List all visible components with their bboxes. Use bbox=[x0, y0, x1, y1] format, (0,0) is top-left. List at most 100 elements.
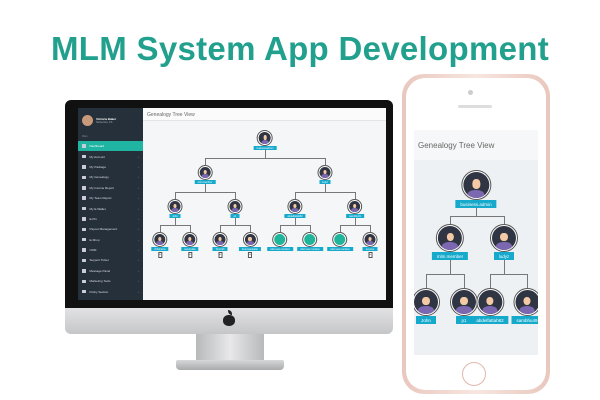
tree-connector bbox=[355, 218, 356, 225]
chevron-right-icon: › bbox=[138, 248, 139, 253]
sidebar-item-policy-section[interactable]: Policy Section› bbox=[78, 286, 143, 296]
node-label: Add new member bbox=[297, 247, 323, 252]
node-label: abdelfattah82 bbox=[471, 316, 509, 324]
tree-node[interactable]: John bbox=[167, 199, 183, 219]
sidebar-item-my-genealogy[interactable]: My Genealogy› bbox=[78, 172, 143, 182]
tree-connector bbox=[504, 274, 528, 275]
tree-connector bbox=[325, 191, 356, 193]
tree-connector bbox=[476, 216, 505, 217]
expand-icon[interactable]: + bbox=[218, 252, 222, 258]
desktop-screen: Victoria Baker Santa Ana, CA Main Dashbo… bbox=[78, 108, 386, 300]
sidebar-item-support-ticket[interactable]: Support Ticket› bbox=[78, 255, 143, 265]
user-profile[interactable]: Victoria Baker Santa Ana, CA bbox=[78, 108, 143, 132]
sidebar-item-e-pin[interactable]: E-Pin› bbox=[78, 214, 143, 224]
expand-icon[interactable]: + bbox=[188, 252, 192, 258]
node-label: anyone bbox=[362, 247, 378, 252]
node-label: p1 bbox=[230, 214, 240, 219]
tree-connector bbox=[527, 274, 528, 288]
tree-connector bbox=[175, 191, 176, 199]
tree-node[interactable]: freemandealer+ bbox=[238, 232, 262, 258]
tree-connector bbox=[160, 225, 176, 226]
expand-icon[interactable]: + bbox=[248, 252, 252, 258]
menu-icon bbox=[82, 227, 86, 232]
avatar bbox=[257, 130, 273, 146]
sidebar-item-label: My E-Wallet bbox=[89, 206, 106, 211]
add-member-node[interactable]: Add new member bbox=[327, 232, 353, 252]
sidebar-item-crm[interactable]: CRM › bbox=[78, 245, 143, 255]
tree-node[interactable]: Tom123+ bbox=[212, 232, 228, 258]
sidebar-item-label: Marketing Tools bbox=[89, 279, 111, 284]
tree-connector bbox=[235, 191, 236, 199]
avatar bbox=[512, 288, 538, 316]
sidebar-item-marketing-tools[interactable]: Marketing Tools› bbox=[78, 276, 143, 286]
tree-connector bbox=[265, 150, 266, 158]
menu-icon bbox=[82, 154, 86, 159]
sidebar-item-my-e-wallet[interactable]: My E-Wallet› bbox=[78, 203, 143, 213]
tree-node[interactable]: ludyz bbox=[317, 165, 333, 185]
section-label: Main bbox=[82, 135, 88, 138]
tree-node[interactable]: sandyokte+ bbox=[181, 232, 199, 258]
node-label: p1 bbox=[456, 316, 472, 324]
avatar bbox=[287, 199, 303, 214]
tree-connector bbox=[370, 225, 371, 232]
tree-connector bbox=[205, 157, 266, 159]
tree-connector bbox=[175, 191, 206, 193]
tree-node[interactable]: p1 bbox=[450, 288, 478, 324]
tree-connector bbox=[504, 216, 505, 224]
chevron-right-icon: › bbox=[138, 154, 139, 159]
tree-node[interactable]: ludyz bbox=[490, 224, 518, 260]
tree-node[interactable]: abdelfattah82 bbox=[284, 199, 306, 219]
sidebar-item-label: E-Shop bbox=[89, 237, 100, 242]
tree-node[interactable]: abdelfattah82 bbox=[471, 288, 509, 324]
tree-node[interactable]: John bbox=[414, 288, 440, 324]
tree-node[interactable]: mlm.member bbox=[431, 224, 469, 260]
add-user-icon bbox=[332, 232, 348, 247]
tree-node[interactable]: anyone+ bbox=[362, 232, 378, 258]
tree-node[interactable]: p1 bbox=[227, 199, 243, 219]
tree-connector bbox=[160, 225, 161, 232]
tree-node[interactable]: sambhu49 bbox=[346, 199, 364, 219]
sidebar-item-dashboard[interactable]: Dashboard › bbox=[78, 141, 143, 152]
avatar bbox=[227, 199, 243, 214]
menu-icon bbox=[82, 165, 86, 169]
add-member-node[interactable]: Add new member bbox=[297, 232, 323, 252]
tree-node[interactable]: mlm.member bbox=[194, 165, 216, 185]
sidebar-item-label: CRM bbox=[89, 248, 97, 253]
expand-icon[interactable]: + bbox=[158, 252, 162, 258]
menu-icon bbox=[82, 196, 86, 200]
monitor-base bbox=[176, 360, 284, 370]
tree-connector bbox=[250, 225, 251, 232]
tree-node[interactable]: business.admin bbox=[455, 170, 497, 208]
tree-connector bbox=[220, 225, 221, 232]
tree-node[interactable]: businessadmin bbox=[253, 130, 277, 151]
avatar bbox=[347, 199, 363, 214]
sidebar-item-e-shop[interactable]: E-Shop › bbox=[78, 235, 143, 245]
node-label: sambhu49 bbox=[346, 214, 364, 219]
user-name: Victoria Baker bbox=[96, 116, 117, 121]
tree-node[interactable]: childname+ bbox=[151, 232, 169, 258]
sidebar-item-payout-management[interactable]: Payout Management› bbox=[78, 224, 143, 234]
sidebar-item-label: My Team Report bbox=[89, 196, 112, 201]
sidebar-item-message-panel[interactable]: Message Panel› bbox=[78, 266, 143, 276]
node-label: ludyz bbox=[319, 180, 331, 185]
mobile-page-title: Genealogy Tree View bbox=[414, 130, 538, 160]
home-button[interactable] bbox=[462, 362, 486, 386]
sidebar-item-my-package[interactable]: My Package› bbox=[78, 162, 143, 172]
menu-icon bbox=[82, 289, 86, 294]
avatar bbox=[435, 224, 464, 252]
node-label: Tom123 bbox=[212, 247, 228, 252]
tree-connector bbox=[464, 274, 465, 288]
chevron-right-icon: › bbox=[138, 237, 139, 242]
sidebar-item-label: Dashboard bbox=[89, 144, 105, 149]
tree-node[interactable]: sambhu49 bbox=[511, 288, 538, 324]
sidebar-item-my-income-report[interactable]: My Income Report› bbox=[78, 183, 143, 193]
expand-icon[interactable]: + bbox=[368, 252, 372, 258]
chevron-right-icon: › bbox=[138, 289, 139, 294]
sidebar-item-my-team-report[interactable]: My Team Report› bbox=[78, 193, 143, 203]
sidebar-item-my-account[interactable]: My Account› bbox=[78, 151, 143, 161]
add-member-node[interactable]: Add new member bbox=[267, 232, 293, 252]
tree-connector bbox=[205, 191, 236, 193]
chevron-right-icon: › bbox=[138, 144, 139, 149]
tree-connector bbox=[450, 274, 465, 275]
